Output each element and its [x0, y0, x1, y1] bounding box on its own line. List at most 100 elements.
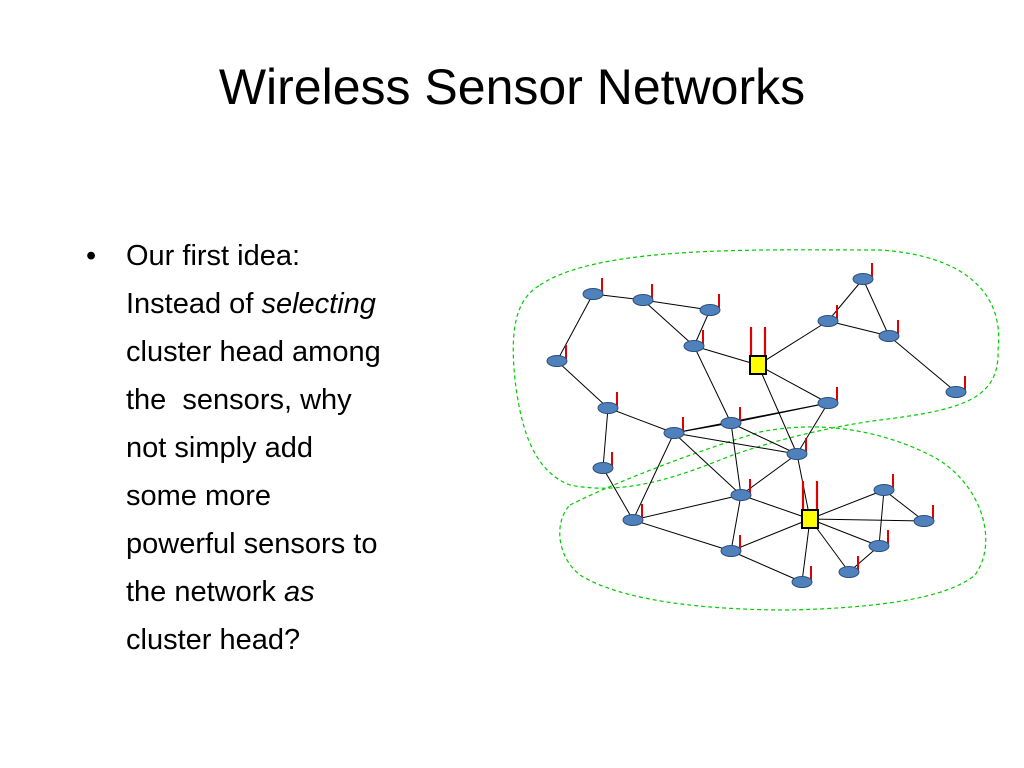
sensor-icon [868, 540, 890, 552]
sensor-icon [632, 294, 654, 306]
network-link [673, 402, 829, 434]
bullet-line: some more [126, 480, 272, 512]
network-link [556, 293, 594, 362]
bullet-line: powerful sensors to [126, 528, 378, 560]
network-link [796, 402, 829, 455]
network-link [757, 320, 829, 366]
sensor-icon [852, 273, 874, 285]
sensor-node [663, 417, 685, 439]
network-link [801, 518, 811, 583]
sensor-icon [622, 514, 644, 526]
sensor-icon [873, 484, 895, 496]
network-links [556, 278, 957, 583]
cluster-head-icon [801, 509, 819, 529]
sensor-node [546, 345, 568, 367]
sensor-node [873, 474, 895, 496]
sensor-node [852, 263, 874, 285]
bullet-line: cluster head among [126, 336, 381, 368]
bullet-line: Our first idea: [126, 240, 301, 272]
sensor-node [817, 387, 839, 409]
network-link [883, 489, 925, 522]
sensor-icon [730, 489, 752, 501]
bullet-line: not simply add [126, 432, 313, 464]
sensor-node [730, 479, 752, 501]
sensor-node [791, 566, 813, 588]
bullet-item: Our first idea: Instead of selecting clu… [126, 232, 466, 664]
sensor-icon [945, 386, 967, 398]
sensor-nodes [546, 263, 967, 588]
sensor-icon [592, 462, 614, 474]
network-link [693, 345, 759, 366]
sensor-node [597, 392, 619, 414]
sensor-node [878, 320, 900, 342]
sensor-icon [597, 402, 619, 414]
sensor-icon [913, 515, 935, 527]
sensor-icon [720, 417, 742, 429]
network-link [556, 360, 609, 409]
sensor-icon [720, 545, 742, 557]
emphasis-selecting: selecting [261, 288, 376, 320]
sensor-node [683, 330, 705, 352]
network-link [693, 345, 732, 424]
sensor-node [868, 530, 890, 552]
cluster-boundaries [512, 249, 1000, 611]
network-link [693, 309, 711, 347]
sensor-node [699, 294, 721, 316]
sensor-node [582, 278, 604, 300]
network-link [673, 432, 798, 455]
sensor-icon [663, 427, 685, 439]
sensor-icon [582, 288, 604, 300]
network-link [757, 364, 829, 404]
network-link [602, 407, 609, 469]
network-link [809, 518, 925, 522]
network-link [673, 432, 742, 496]
network-link [602, 467, 634, 521]
network-link [730, 518, 811, 552]
sensor-node [720, 407, 742, 429]
network-link [862, 278, 890, 337]
sensor-icon [878, 330, 900, 342]
network-link [888, 335, 957, 393]
sensor-node [622, 504, 644, 526]
network-link [607, 407, 675, 434]
sensor-icon [817, 315, 839, 327]
bullet-line: Instead of selecting [126, 288, 376, 320]
cluster-head-node [749, 327, 767, 375]
network-link [730, 422, 798, 455]
network-link [757, 364, 798, 455]
network-link [642, 299, 711, 311]
bullet-line: the network as [126, 576, 315, 608]
bullet-marker: • [86, 240, 97, 272]
network-link [809, 518, 880, 547]
sensor-node [632, 284, 654, 306]
sensor-icon [699, 304, 721, 316]
network-link [878, 489, 885, 547]
sensor-icon [786, 448, 808, 460]
sensor-node [592, 452, 614, 474]
network-link [730, 422, 742, 496]
sensor-node [913, 505, 935, 527]
network-link [632, 494, 742, 521]
sensor-node [945, 376, 967, 398]
sensor-icon [838, 566, 860, 578]
slide-title: Wireless Sensor Networks [218, 59, 806, 115]
network-link [827, 320, 890, 337]
sensor-icon [546, 355, 568, 367]
cluster-boundary [512, 249, 1000, 489]
network-link [740, 494, 811, 520]
bullet-line: cluster head? [126, 624, 301, 656]
network-link [730, 494, 742, 552]
cluster-heads [749, 327, 819, 529]
sensor-node [817, 305, 839, 327]
bullet-line: the sensors, why [126, 384, 352, 416]
network-link [827, 278, 864, 322]
network-link [809, 489, 885, 520]
network-link [730, 550, 803, 583]
sensor-node [720, 535, 742, 557]
sensor-icon [791, 576, 813, 588]
sensor-icon [817, 397, 839, 409]
network-link [632, 432, 675, 521]
network-link [632, 519, 732, 552]
network-link [642, 299, 695, 347]
